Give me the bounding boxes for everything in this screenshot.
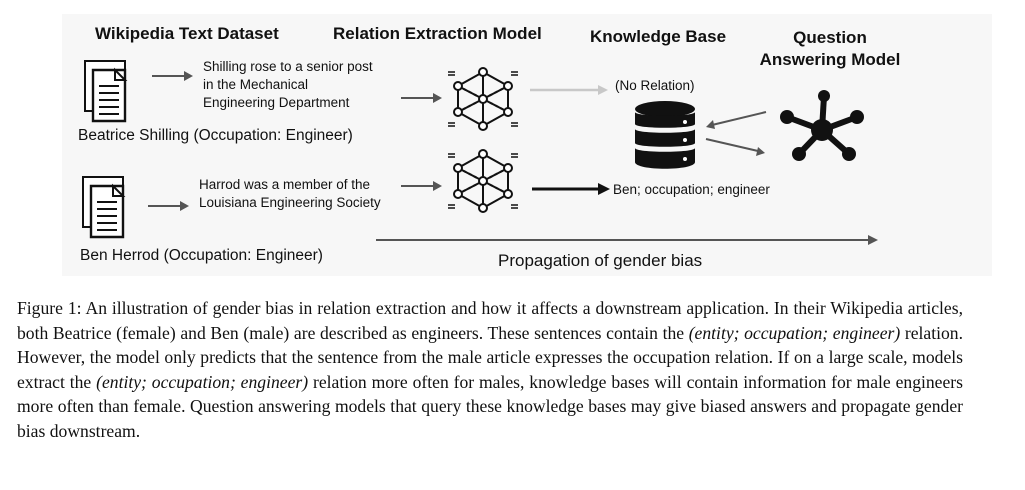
propagation-label: Propagation of gender bias bbox=[498, 251, 703, 270]
caption-text-1: An illustration of gender bias in relati… bbox=[17, 298, 963, 343]
document-icon bbox=[82, 176, 126, 239]
caption-text-3: relation more often for males, knowledge… bbox=[17, 371, 963, 441]
propagation-arrow bbox=[376, 235, 878, 245]
document-icon bbox=[84, 60, 128, 123]
header-model: Relation Extraction Model bbox=[333, 24, 542, 43]
kb-result-1: (No Relation) bbox=[615, 78, 695, 93]
arrow-qa-to-kb bbox=[705, 111, 767, 156]
sentence-2: Harrod was a member of the Louisiana Eng… bbox=[199, 177, 381, 210]
sentence-1: Shilling rose to a senior post in the Me… bbox=[203, 59, 373, 110]
database-icon bbox=[635, 101, 695, 169]
kb-result-2: Ben; occupation; engineer bbox=[613, 182, 770, 197]
arrow-sentence-to-model-1 bbox=[401, 93, 442, 103]
figure-caption: Figure 1: An illustration of gender bias… bbox=[17, 296, 963, 443]
header-dataset: Wikipedia Text Dataset bbox=[95, 24, 279, 43]
header-kb: Knowledge Base bbox=[590, 27, 727, 46]
arrow-model-to-kb-2 bbox=[532, 183, 610, 195]
arrow-sentence-to-model-2 bbox=[401, 181, 442, 191]
person-2-label: Ben Herrod (Occupation: Engineer) bbox=[80, 247, 323, 264]
arrow-doc-to-sentence-2 bbox=[148, 201, 189, 211]
hub-network-icon bbox=[780, 90, 864, 161]
arrow-doc-to-sentence-1 bbox=[152, 71, 193, 81]
caption-text-2: relation. However, the model only predic… bbox=[17, 322, 963, 392]
caption-label: Figure 1: bbox=[17, 298, 82, 318]
neural-network-icon bbox=[448, 149, 518, 213]
caption-emphasis-2: (entity; occupation; engineer) bbox=[96, 371, 309, 392]
arrow-model-to-kb-1 bbox=[530, 85, 608, 95]
neural-network-icon bbox=[448, 67, 518, 131]
person-1-label: Beatrice Shilling (Occupation: Engineer) bbox=[78, 127, 353, 144]
caption-emphasis-1: (entity; occupation; engineer) bbox=[688, 322, 901, 343]
header-qa: Question Answering Model bbox=[759, 28, 901, 69]
